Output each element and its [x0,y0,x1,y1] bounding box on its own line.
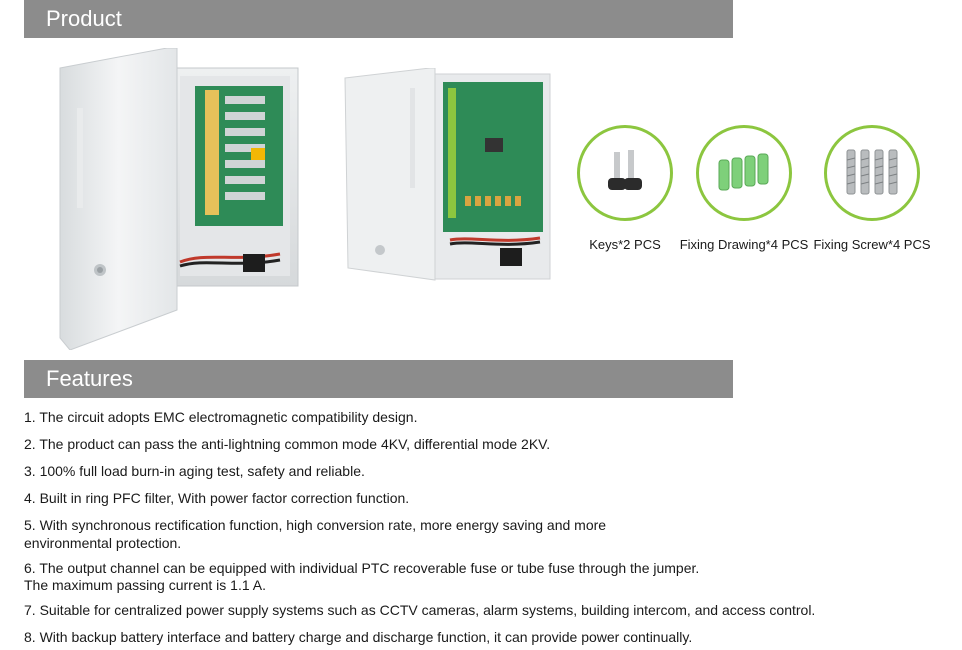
feature-item: 2. The product can pass the anti-lightni… [24,436,551,452]
feature-item: 8. With backup battery interface and bat… [24,629,693,645]
power-supply-enclosure-photo-open [59,48,299,350]
power-supply-enclosure-photo-front [344,68,551,281]
accessory-keys: Keys*2 PCS [575,125,675,252]
feature-item: 3. 100% full load burn-in aging test, sa… [24,463,365,479]
accessory-keys-label: Keys*2 PCS [589,237,661,252]
accessory-keys-circle [577,125,673,221]
feature-item: 7. Suitable for centralized power supply… [24,602,816,618]
feature-item-continuation: The maximum passing current is 1.1 A. [24,577,266,593]
features-section-header: Features [24,360,733,398]
accessory-wall-anchors-label: Fixing Drawing*4 PCS [679,237,809,252]
feature-item: 6. The output channel can be equipped wi… [24,560,700,576]
features-section-title: Features [46,366,133,391]
feature-item: 1. The circuit adopts EMC electromagneti… [24,409,418,425]
accessory-screws-circle [824,125,920,221]
keys-icon [608,150,642,190]
screw-icon [846,149,898,195]
feature-item: 4. Built in ring PFC filter, With power … [24,490,410,506]
feature-item: 5. With synchronous rectification functi… [24,517,607,533]
wall-anchor-icon [718,153,769,191]
accessory-screws-label: Fixing Screw*4 PCS [813,237,931,252]
accessory-wall-anchors: Fixing Drawing*4 PCS [680,125,808,252]
feature-item-continuation: environmental protection. [24,535,182,551]
product-section-header: Product [24,0,733,38]
product-section-title: Product [46,6,122,31]
accessory-screws: Fixing Screw*4 PCS [813,125,931,252]
accessory-wall-anchors-circle [696,125,792,221]
